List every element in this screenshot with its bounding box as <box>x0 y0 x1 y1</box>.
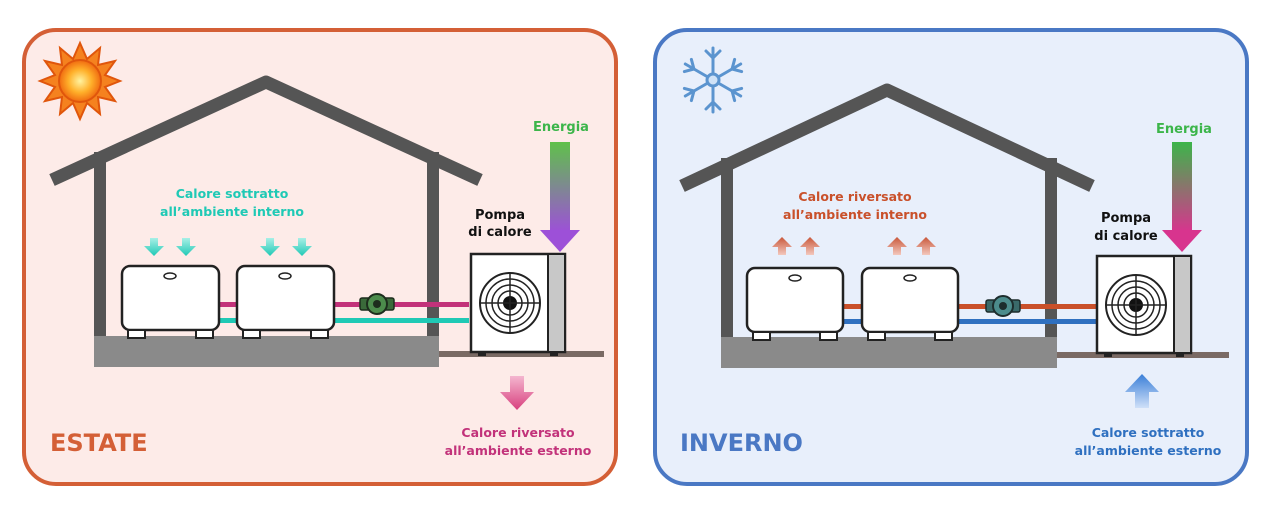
heat-arrow-up <box>916 237 936 255</box>
outdoor-ground <box>439 351 604 357</box>
indoor-heat-label-line1: Calore sottratto <box>176 186 289 201</box>
pipe-red <box>215 302 469 307</box>
summer-panel-frame <box>22 28 618 486</box>
heat-pump-unit <box>1095 254 1193 357</box>
house-floor <box>94 336 439 367</box>
indoor-unit <box>745 266 845 341</box>
summer-panel: Energia Pompa di calore Calore sottratto… <box>22 28 618 486</box>
outdoor-heat-label-line1: Calore riversato <box>461 425 575 440</box>
circulator-pump-icon <box>985 295 1021 317</box>
sun-icon <box>37 40 123 122</box>
indoor-heat-arrows <box>772 237 936 255</box>
outdoor-heat-label-line2: all’ambiente esterno <box>1075 443 1222 458</box>
heat-arrow-down <box>260 238 280 256</box>
heat-arrow-down <box>176 238 196 256</box>
indoor-unit <box>120 264 221 339</box>
winter-panel: Energia Pompa di calore Calore riversato… <box>653 28 1249 486</box>
house-wall-left <box>94 152 106 367</box>
pump-label-line2: di calore <box>1094 229 1158 244</box>
energy-arrow <box>540 142 580 252</box>
season-title: INVERNO <box>680 429 803 457</box>
outdoor-heat-label-line1: Calore sottratto <box>1092 425 1205 440</box>
heat-arrow-down <box>144 238 164 256</box>
house-wall-right <box>1045 158 1057 368</box>
house-wall-left <box>721 158 733 368</box>
outdoor-heat-arrow <box>1125 374 1159 408</box>
indoor-unit <box>860 266 960 341</box>
indoor-unit <box>235 264 336 339</box>
heat-pump-unit <box>469 252 567 356</box>
house-roof <box>49 75 483 186</box>
pump-label-line2: di calore <box>468 225 532 240</box>
outdoor-ground <box>1057 352 1229 358</box>
outdoor-heat-arrow <box>500 376 534 410</box>
winter-panel-frame <box>653 28 1249 486</box>
indoor-heat-label-line2: all’ambiente interno <box>783 207 927 222</box>
heat-arrow-up <box>772 237 792 255</box>
energy-label: Energia <box>533 120 589 135</box>
indoor-heat-label-line2: all’ambiente interno <box>160 204 304 219</box>
house-wall-right <box>427 152 439 367</box>
energy-label: Energia <box>1156 122 1212 137</box>
indoor-heat-label-line1: Calore riversato <box>798 189 912 204</box>
pipe-red <box>840 304 1102 309</box>
heat-arrow-down <box>292 238 312 256</box>
indoor-heat-arrows <box>144 238 312 256</box>
heat-arrow-up <box>800 237 820 255</box>
season-title: ESTATE <box>50 429 148 457</box>
house-floor <box>721 337 1057 368</box>
pump-label-line1: Pompa <box>475 208 525 223</box>
energy-arrow <box>1162 142 1202 252</box>
house-roof <box>679 83 1095 192</box>
circulator-pump-icon <box>359 293 395 315</box>
outdoor-heat-label-line2: all’ambiente esterno <box>445 443 592 458</box>
pipe-teal <box>215 318 469 323</box>
snowflake-icon <box>682 46 744 114</box>
pump-label-line1: Pompa <box>1101 211 1151 226</box>
pipe-blue <box>840 319 1102 324</box>
heat-arrow-up <box>887 237 907 255</box>
